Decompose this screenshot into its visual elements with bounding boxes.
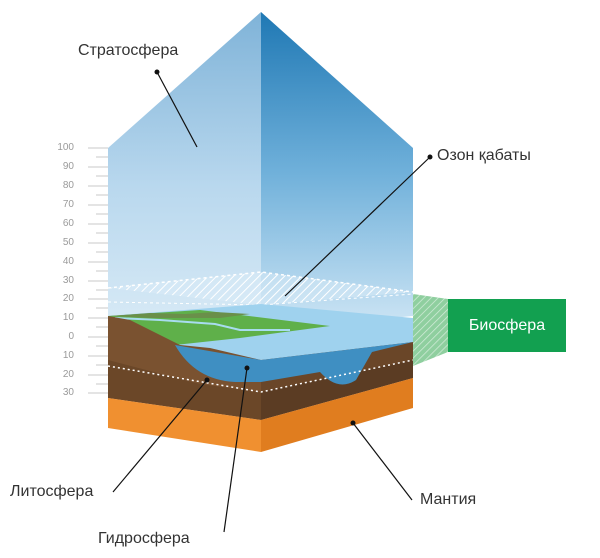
mantle-right-face xyxy=(261,378,413,452)
stratosphere-label: Стратосфера xyxy=(78,42,179,59)
scale-tick: 60 xyxy=(62,218,74,229)
scale-tick: 30 xyxy=(62,275,74,286)
hydrosphere-label: Гидросфера xyxy=(98,530,190,547)
lithosphere-label: Литосфера xyxy=(10,483,94,500)
biosphere-label-box: Биосфера xyxy=(448,299,566,352)
biosphere-connector xyxy=(413,294,448,366)
hydrosphere-section-right xyxy=(261,342,413,385)
ozone-layer-band xyxy=(108,272,413,305)
mantle-left-face xyxy=(108,398,261,452)
biosphere-label: Биосфера xyxy=(468,316,546,334)
atmosphere-left-face xyxy=(108,12,261,330)
scale-tick: 20 xyxy=(62,369,74,380)
scale-tick: 0 xyxy=(68,331,74,342)
atmosphere-right-face xyxy=(261,12,413,330)
leader-lines xyxy=(112,71,431,533)
scale-tick: 10 xyxy=(62,312,74,323)
scale-tick: 20 xyxy=(62,293,74,304)
height-scale xyxy=(88,147,108,394)
scale-tick: 70 xyxy=(62,199,74,210)
scale-tick: 90 xyxy=(62,161,74,172)
scale-tick: 80 xyxy=(62,180,74,191)
scale-tick: 50 xyxy=(62,237,74,248)
scale-tick: 100 xyxy=(57,142,74,153)
scale-tick: 40 xyxy=(62,256,74,267)
land-surface xyxy=(108,310,330,345)
ozone-layer-label: Озон қабаты xyxy=(437,147,531,164)
mantle-label: Мантия xyxy=(420,491,477,508)
scale-tick: 30 xyxy=(62,387,74,398)
scale-tick: 10 xyxy=(62,350,74,361)
hydrosphere-section-left xyxy=(175,345,261,382)
